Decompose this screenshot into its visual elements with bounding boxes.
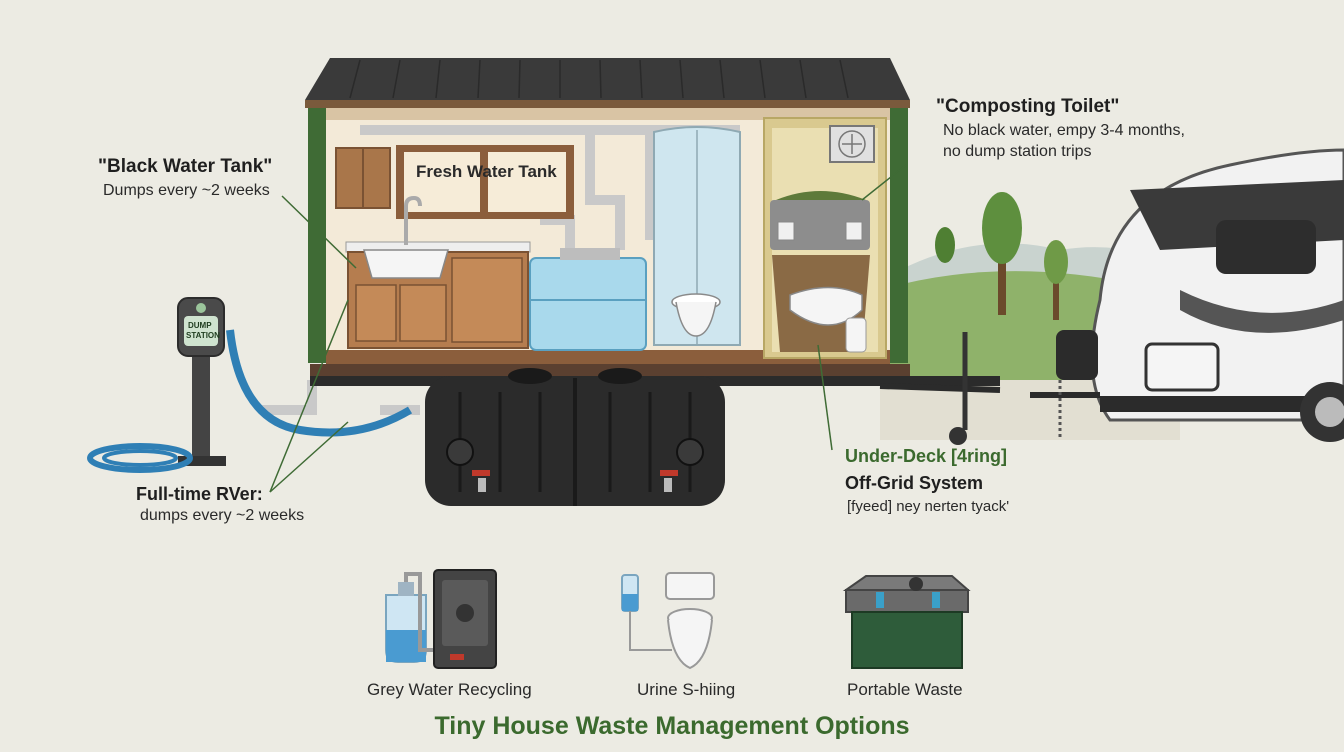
fresh-water-tank-label: Fresh Water Tank [416,162,557,181]
full-time-rver-title: Full-time RVer: [136,484,263,504]
window [396,145,574,219]
black-water-tank-subtitle: Dumps every ~2 weeks [103,182,270,199]
upper-cabinet [335,147,391,209]
option-label-portable-waste: Portable Waste [847,680,963,699]
roof [305,58,910,108]
composting-toilet-closet [763,117,887,359]
urine-separating-toilet-icon [621,572,715,670]
composting-toilet-line1: No black water, empy 3-4 months, [943,122,1185,139]
vent-fan-icon [829,125,875,163]
underdeck-system-note: [fyeed] ney nerten tyack' [847,498,1010,515]
full-time-rver-subtitle: dumps every ~2 weeks [140,507,305,524]
underdeck-system-title: Under-Deck [4ring] [845,446,1008,466]
leader-lines [269,164,907,493]
black-water-tank-title: "Black Water Tank" [98,156,273,177]
composting-toilet-line2: no dump station trips [943,143,1092,160]
underdeck-holding-tank [425,368,725,506]
diagram-title: Tiny House Waste Management Options [434,712,910,740]
dump-station-sign-line1: DUMP [188,321,212,330]
rv-trailer [1030,148,1344,442]
shower-stall [653,126,741,346]
underdeck-system-subtitle: Off-Grid System [845,473,984,493]
grey-water-recycling-icon [385,569,497,669]
composting-toilet-title: "Composting Toilet" [936,96,1120,117]
dump-station-sign-line2: STATION [186,331,220,340]
portable-waste-container-icon [842,575,971,669]
tree-icon [935,192,1068,320]
option-label-grey-water: Grey Water Recycling [367,680,532,699]
dump-station-post [177,297,226,466]
sewer-hose [87,329,413,473]
kitchen-counter [345,195,531,349]
option-label-urine-separating: Urine S-hiing [637,680,736,699]
fresh-water-tank [529,248,647,351]
